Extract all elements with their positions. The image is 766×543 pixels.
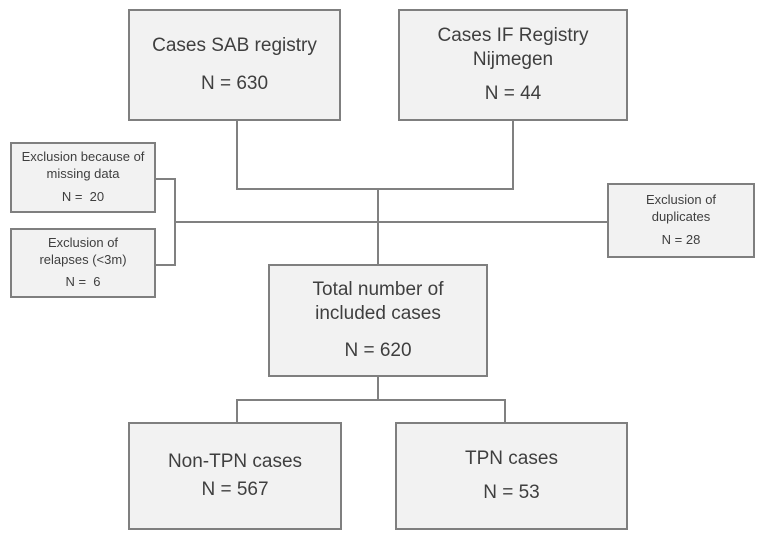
connector-sab-down (236, 121, 238, 189)
box-non-tpn-cases: Non-TPN cases N = 567 (128, 422, 342, 530)
connector-bracket-stub-top (156, 178, 176, 180)
connector-split-left-down (236, 399, 238, 422)
box-title: Total number of (312, 278, 444, 300)
connector-exclusion-horizontal (174, 221, 607, 223)
box-n-value: N = 53 (483, 482, 540, 503)
box-title-line2: relapses (<3m) (39, 251, 127, 267)
box-n-value: N = 44 (484, 82, 542, 104)
box-title-line2: missing data (46, 166, 120, 182)
box-title: Exclusion because of (21, 149, 145, 165)
box-n-value: N = 620 (344, 340, 412, 362)
connector-total-down (377, 375, 379, 401)
box-n-value: N = 28 (661, 231, 701, 247)
connector-merge-horizontal (236, 188, 514, 190)
box-n-value: N = 20 (61, 188, 105, 204)
box-title: Exclusion of (47, 234, 119, 250)
box-total-included-cases: Total number of included cases N = 620 (268, 264, 488, 377)
box-tpn-cases: TPN cases N = 53 (395, 422, 628, 530)
connector-bracket-stub-bottom (156, 264, 176, 266)
box-n-value: N = 630 (200, 73, 269, 94)
box-n-value: N = 6 (65, 274, 101, 290)
box-cases-if-registry: Cases IF Registry Nijmegen N = 44 (398, 9, 628, 121)
box-exclusion-missing-data: Exclusion because of missing data N = 20 (10, 142, 156, 213)
box-title: Exclusion of (645, 192, 717, 208)
connector-center-down (377, 188, 379, 264)
box-title: Cases IF Registry (437, 25, 589, 47)
box-title: TPN cases (465, 448, 558, 470)
connector-split-horizontal (236, 399, 506, 401)
box-title-line2: included cases (315, 302, 441, 324)
box-title-line2: duplicates (651, 209, 711, 225)
box-n-value: N = 567 (201, 479, 269, 500)
box-cases-sab-registry: Cases SAB registry N = 630 (128, 9, 341, 121)
box-exclusion-duplicates: Exclusion of duplicates N = 28 (607, 183, 755, 258)
box-title-line2: Nijmegen (472, 49, 554, 71)
box-title: Non-TPN cases (167, 451, 303, 473)
box-exclusion-relapses: Exclusion of relapses (<3m) N = 6 (10, 228, 156, 298)
connector-split-right-down (504, 399, 506, 422)
box-title: Cases SAB registry (152, 35, 317, 57)
connector-if-down (512, 121, 514, 189)
